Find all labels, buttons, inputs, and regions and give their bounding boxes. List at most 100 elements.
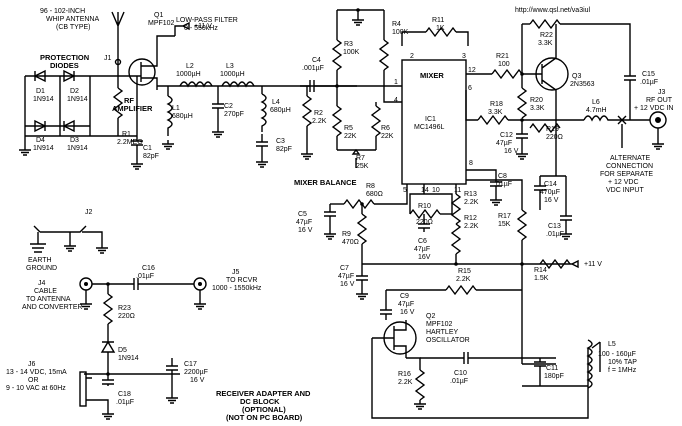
l4-val: 680µH bbox=[270, 107, 291, 114]
antenna-label-1: 96 - 102-INCH bbox=[40, 8, 85, 15]
mixer-balance-label: MIXER BALANCE bbox=[294, 178, 357, 187]
d5-diode-icon bbox=[100, 340, 116, 353]
j3-label-1: RF OUT bbox=[646, 97, 673, 104]
d2-ref: D2 bbox=[70, 88, 79, 95]
r17-val: 15K bbox=[498, 221, 511, 228]
pin-8: 8 bbox=[469, 160, 473, 167]
alt-label-1: ALTERNATE bbox=[610, 155, 651, 162]
l4-ref: L4 bbox=[272, 99, 280, 106]
l2-val: 1000µH bbox=[176, 71, 201, 78]
pin-4: 4 bbox=[394, 97, 398, 104]
pin-10: 10 bbox=[432, 187, 440, 194]
l5-inductor-icon bbox=[586, 339, 601, 389]
c16-val: .01µF bbox=[136, 273, 154, 280]
q2-ref: Q2 bbox=[426, 313, 435, 320]
j1-label: J1 bbox=[104, 55, 112, 62]
j5-label-1: TO RCVR bbox=[226, 277, 257, 284]
v11-top-label: +11 V bbox=[194, 23, 212, 30]
c18-val: .01µF bbox=[116, 399, 134, 406]
r22-ref: R22 bbox=[540, 32, 553, 39]
q3-ref: Q3 bbox=[572, 73, 581, 80]
r21-val: 100 bbox=[498, 61, 510, 68]
protection-label-2: DIODES bbox=[50, 61, 79, 70]
c7-v: 16 V bbox=[340, 281, 355, 288]
l1-val: 680µH bbox=[172, 113, 193, 120]
q3-val: 2N3563 bbox=[570, 81, 595, 88]
pin-2: 2 bbox=[410, 53, 414, 60]
j5-ref: J5 bbox=[232, 269, 240, 276]
q1-val: MPF102 bbox=[148, 20, 175, 27]
antenna-label-2: WHIP ANTENNA bbox=[46, 16, 99, 23]
r21-ref: R21 bbox=[496, 53, 509, 60]
d4-ref: D4 bbox=[36, 137, 45, 144]
c10-ref: C10 bbox=[454, 370, 467, 377]
q2-val: MPF102 bbox=[426, 321, 453, 328]
j4-label-3: AND CONVERTER bbox=[22, 304, 83, 311]
c3-val: 82pF bbox=[276, 146, 292, 153]
c12-v: 16 V bbox=[504, 148, 519, 155]
rf-amp-label-1: RF bbox=[124, 96, 134, 105]
r14-ref: R14 bbox=[534, 267, 547, 274]
adapter-label-1: RECEIVER ADAPTER AND bbox=[216, 389, 311, 398]
pin-11: 11 bbox=[454, 187, 461, 194]
c16-ref: C16 bbox=[142, 265, 155, 272]
c8-ref: C8 bbox=[498, 173, 507, 180]
antenna-label-3: (CB TYPE) bbox=[56, 24, 91, 31]
r19-ref: R19 bbox=[546, 126, 559, 133]
q2-label-2: OSCILLATOR bbox=[426, 337, 470, 344]
c15-ref: C15 bbox=[642, 71, 655, 78]
l6-val: 4.7mH bbox=[586, 107, 607, 114]
c11-ref: C11 bbox=[546, 365, 558, 372]
j3-label-2: + 12 VDC IN bbox=[634, 105, 674, 112]
r5-ref: R5 bbox=[344, 125, 353, 132]
c4-ref: C4 bbox=[312, 57, 321, 64]
r16-val: 2.2K bbox=[398, 379, 413, 386]
r1-val: 2.2MEG bbox=[117, 139, 143, 146]
d2-diode-icon bbox=[63, 69, 76, 83]
pin-5: 5 bbox=[403, 187, 407, 194]
d1-diode-icon bbox=[33, 69, 46, 83]
r8-val: 680Ω bbox=[366, 191, 383, 198]
c9-ref: C9 bbox=[400, 293, 409, 300]
q1-ref: Q1 bbox=[154, 12, 163, 19]
c14-ref: C14 bbox=[544, 181, 557, 188]
j6-label-3: 9 - 10 VAC at 60Hz bbox=[6, 385, 66, 392]
j6-ref: J6 bbox=[28, 361, 36, 368]
r18-ref: R18 bbox=[490, 101, 503, 108]
alt-label-2: CONNECTION bbox=[606, 163, 653, 170]
adapter-label-2: DC BLOCK bbox=[240, 397, 280, 406]
adapter-label-4: (NOT ON PC BOARD) bbox=[226, 413, 303, 422]
r6-ref: R6 bbox=[381, 125, 390, 132]
r3-val: 100K bbox=[343, 49, 360, 56]
c9-v: 16 V bbox=[400, 309, 415, 316]
r15-val: 2.2K bbox=[456, 276, 471, 283]
lpf-label-1: LOW-PASS FILTER bbox=[176, 17, 238, 24]
c17-val: 2200µF bbox=[184, 369, 208, 376]
whip-antenna-icon bbox=[111, 11, 125, 62]
r15-ref: R15 bbox=[458, 268, 471, 275]
c17-ref: C17 bbox=[184, 361, 197, 368]
c1-ref: C1 bbox=[143, 145, 152, 152]
c9-val: 47µF bbox=[398, 301, 414, 308]
r10-ref: R10 bbox=[418, 203, 431, 210]
j6-jack-icon bbox=[79, 371, 87, 407]
c12-val: 47µF bbox=[496, 140, 512, 147]
c14-val: 470µF bbox=[540, 189, 560, 196]
c10-val: .01µF bbox=[450, 378, 468, 385]
r4-ref: R4 bbox=[392, 21, 401, 28]
pin-3: 3 bbox=[462, 53, 466, 60]
r5-val: 22K bbox=[344, 133, 357, 140]
ic1-val: MC1496L bbox=[414, 124, 444, 131]
l3-val: 1000µH bbox=[220, 71, 245, 78]
c11-val: 180pF bbox=[544, 373, 564, 380]
j4-label-1: CABLE bbox=[34, 288, 57, 295]
d1-val: 1N914 bbox=[33, 96, 54, 103]
c6-ref: C6 bbox=[418, 238, 427, 245]
r20-val: 3.3K bbox=[530, 105, 545, 112]
c17-v: 16 V bbox=[190, 377, 205, 384]
l5-tap: 10% TAP bbox=[608, 359, 637, 366]
j4-label-2: TO ANTENNA bbox=[26, 296, 71, 303]
q3-transistor-icon bbox=[535, 57, 569, 91]
r14-val: 1.5K bbox=[534, 275, 549, 282]
